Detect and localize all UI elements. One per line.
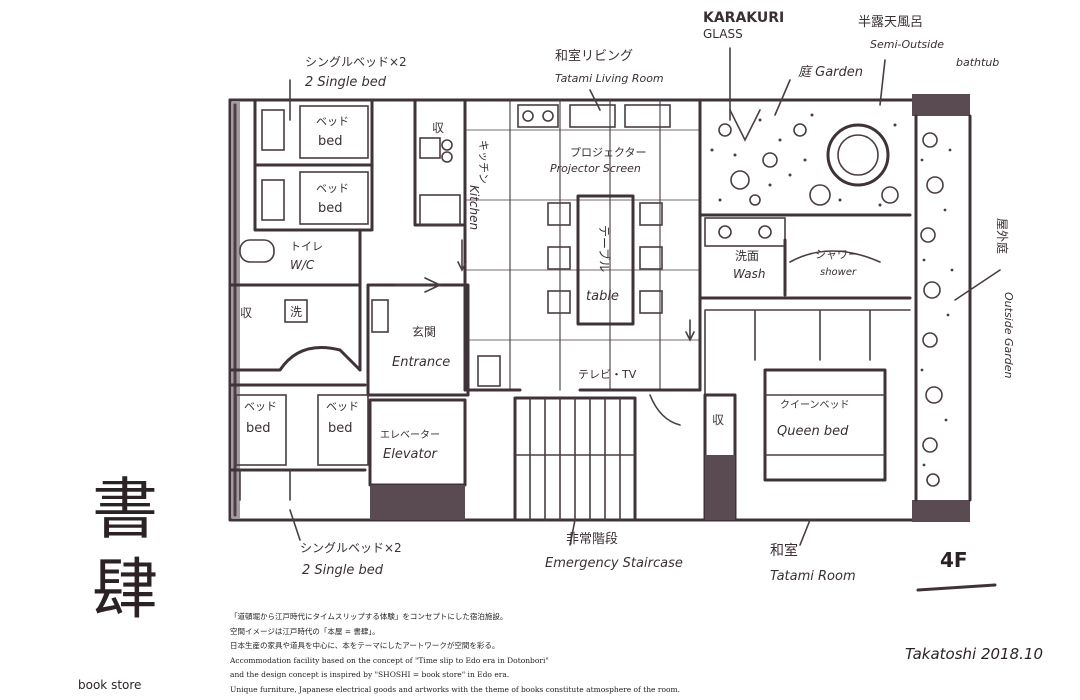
wash-shower — [698, 217, 912, 300]
tatami-label-en: Tatami Room — [770, 569, 856, 584]
queen-label-en: Queen bed — [777, 424, 849, 439]
elevator-label-en: Elevator — [383, 447, 439, 462]
kitchen-area — [413, 98, 467, 392]
emergency-label-jp: 非常階段 — [566, 532, 618, 547]
description-line-2: 空間イメージは江戸時代の「本屋 = 書肆」。 — [230, 626, 380, 636]
garden-label: 庭 Garden — [798, 64, 863, 80]
leader-lines — [289, 47, 1001, 546]
entrance-block — [366, 277, 501, 520]
bed-label-4-jp: ベッド — [326, 400, 359, 413]
wc-area — [228, 228, 362, 372]
bed-label-3-en: bed — [246, 421, 271, 436]
emergency-staircase — [513, 396, 637, 522]
outside-garden-label-jp: 屋外庭 — [995, 218, 1010, 254]
floor-number: 4F — [940, 548, 968, 572]
toilet-label-en: W/C — [290, 258, 315, 272]
bed-label-2-en: bed — [318, 201, 343, 216]
bed-label-1-en: bed — [318, 134, 343, 149]
table-label-en: table — [586, 289, 619, 304]
description-text: 「道頓堀から江戸時代にタイムスリップする体験」をコンセプトにした宿泊施設。 空間… — [230, 610, 850, 697]
shower-label-en: shower — [820, 267, 857, 278]
tatami-label-jp: 和室 — [770, 542, 798, 559]
bed-label-2-jp: ベッド — [316, 182, 349, 195]
single-bottom-label-jp: シングルベッド×2 — [300, 541, 402, 555]
tatami-room — [649, 309, 911, 522]
description-line-1: 「道頓堀から江戸時代にタイムスリップする体験」をコンセプトにした宿泊施設。 — [230, 612, 508, 621]
bath-label-jp: 半露天風呂 — [858, 15, 923, 30]
shower-label-jp: シャワー — [815, 248, 859, 261]
elevator-label-jp: エレベーター — [380, 429, 440, 441]
projector-label-en: Projector Screen — [550, 162, 641, 175]
table-label-jp: テーブル — [597, 225, 612, 272]
living-label-en: Tatami Living Room — [555, 72, 664, 85]
entrance-label-jp: 玄関 — [412, 324, 436, 339]
kitchen-label-jp: キッチン — [477, 140, 490, 184]
floor-underline — [916, 583, 997, 592]
description-line-3: 日本生産の家具や道具を中心に、本をテーマにしたアートワークが空間を彩る。 — [230, 641, 500, 650]
karakuri-label-1: KARAKURI — [703, 10, 784, 26]
storage-label-1: 収 — [432, 121, 444, 135]
brand-logo-en: book store — [78, 678, 142, 692]
living-label-jp: 和室リビング — [555, 48, 633, 64]
outside-garden-label-en: Outside Garden — [1002, 292, 1015, 379]
bed-label-3-jp: ベッド — [244, 400, 277, 413]
room-labels: KARAKURI GLASS 半露天風呂 Semi-Outside bathtu… — [240, 10, 1015, 584]
wash-label-en: Wash — [733, 267, 765, 281]
storage-label-3: 収 — [712, 413, 724, 427]
wash-label-jp: 洗面 — [735, 249, 759, 263]
top-bedroom — [253, 98, 374, 232]
toilet-label-jp: トイレ — [290, 240, 323, 253]
entrance-label-en: Entrance — [392, 355, 450, 370]
bottom-bedroom — [228, 383, 369, 501]
garden-area — [698, 98, 912, 392]
outer-walls — [228, 94, 972, 522]
outside-garden — [920, 132, 954, 487]
brand-logo-jp: 書肆 — [92, 471, 158, 628]
description-line-6: Unique furniture, Japanese electrical go… — [230, 684, 680, 694]
storage-label-2: 収 — [240, 306, 252, 320]
signature: Takatoshi 2018.10 — [905, 645, 1044, 663]
queen-label-jp: クイーンベッド — [780, 399, 850, 411]
kitchen-label-en: Kitchen — [467, 185, 481, 230]
bed-label-4-en: bed — [328, 421, 353, 436]
bath-label-en-1: Semi-Outside — [870, 38, 944, 51]
living-room — [463, 99, 702, 392]
description-line-5: and the design concept is inspired by "S… — [230, 670, 510, 679]
bed-label-1-jp: ベッド — [316, 115, 349, 128]
tv-label: テレビ・TV — [578, 368, 637, 381]
emergency-label-en: Emergency Staircase — [545, 556, 683, 571]
single-bottom-label-en: 2 Single bed — [302, 563, 384, 578]
projector-label-jp: プロジェクター — [570, 146, 647, 159]
single-top-label-jp: シングルベッド×2 — [305, 55, 407, 69]
karakuri-label-2: GLASS — [703, 27, 743, 41]
bath-label-en-2: bathtub — [956, 56, 999, 69]
laundry-label: 洗 — [290, 305, 302, 319]
description-line-4: Accommodation facility based on the conc… — [230, 655, 549, 665]
single-top-label-en: 2 Single bed — [305, 75, 387, 90]
